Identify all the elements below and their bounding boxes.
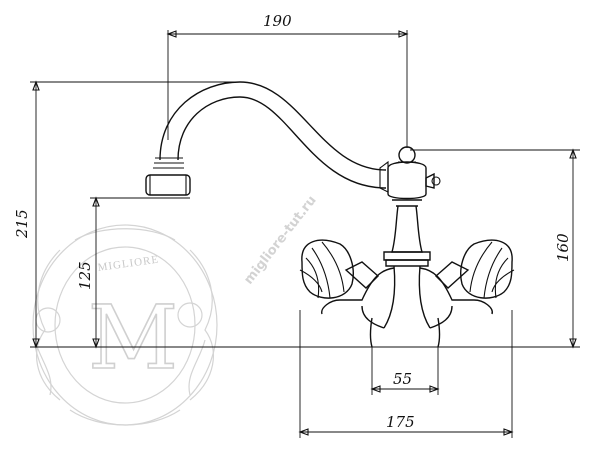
dim-label-215: 215	[13, 209, 31, 239]
inlet-right	[437, 317, 441, 348]
watermark-brand: MIGLIORE	[97, 254, 160, 274]
aerator	[145, 174, 191, 196]
spout	[159, 81, 387, 171]
dimension-190: 190	[166, 12, 409, 148]
watermark-logo: MIGLIORE M	[32, 224, 218, 426]
dim-label-125: 125	[76, 261, 94, 290]
dim-label-175: 175	[386, 413, 415, 431]
valve-body	[387, 161, 427, 200]
inlet-left	[369, 317, 373, 348]
dim-label-160: 160	[554, 233, 572, 262]
dimension-215: 215	[13, 80, 240, 349]
watermark-url: migliore-tut.ru	[241, 193, 319, 287]
dimension-175: 175	[298, 310, 514, 438]
dim-label-55: 55	[393, 370, 412, 388]
watermark-monogram: M	[88, 286, 178, 389]
left-handle	[299, 239, 380, 299]
top-knob	[398, 146, 416, 164]
dimension-125: 125	[76, 196, 190, 349]
dimension-55: 55	[370, 347, 440, 395]
dim-label-190: 190	[263, 12, 292, 30]
dimension-160: 160	[372, 148, 580, 349]
faucet-outline	[145, 81, 515, 348]
right-handle	[434, 239, 515, 299]
